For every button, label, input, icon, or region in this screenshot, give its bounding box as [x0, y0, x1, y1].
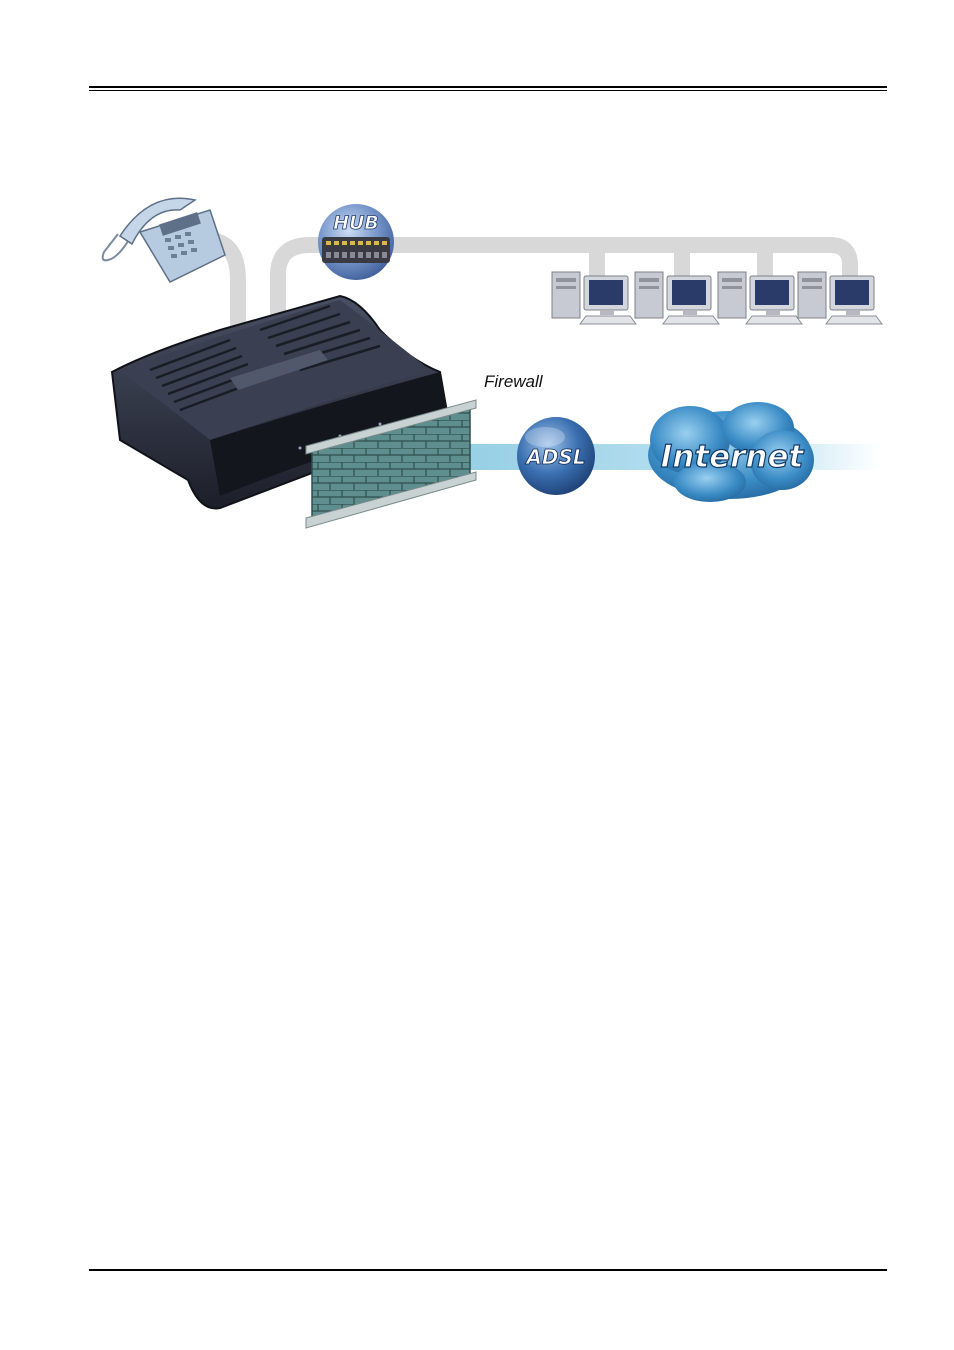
computer-icon	[552, 272, 636, 324]
computers	[552, 272, 882, 324]
footer-rule	[89, 1269, 887, 1271]
hub-label: HUB	[333, 212, 379, 234]
computer-icon	[798, 272, 882, 324]
computer-icon	[635, 272, 719, 324]
internet-cloud-icon: Internet	[648, 402, 814, 502]
firewall-label: Firewall	[484, 372, 544, 391]
adsl-label: ADSL	[524, 445, 585, 469]
adsl-globe-icon: ADSL	[517, 417, 595, 495]
network-diagram: HUB Firewall ADSL	[0, 0, 954, 560]
computer-icon	[718, 272, 802, 324]
hub-icon: HUB	[318, 204, 394, 280]
more-dots	[787, 260, 819, 266]
telephone-icon	[103, 198, 225, 282]
internet-label: Internet	[661, 439, 805, 475]
